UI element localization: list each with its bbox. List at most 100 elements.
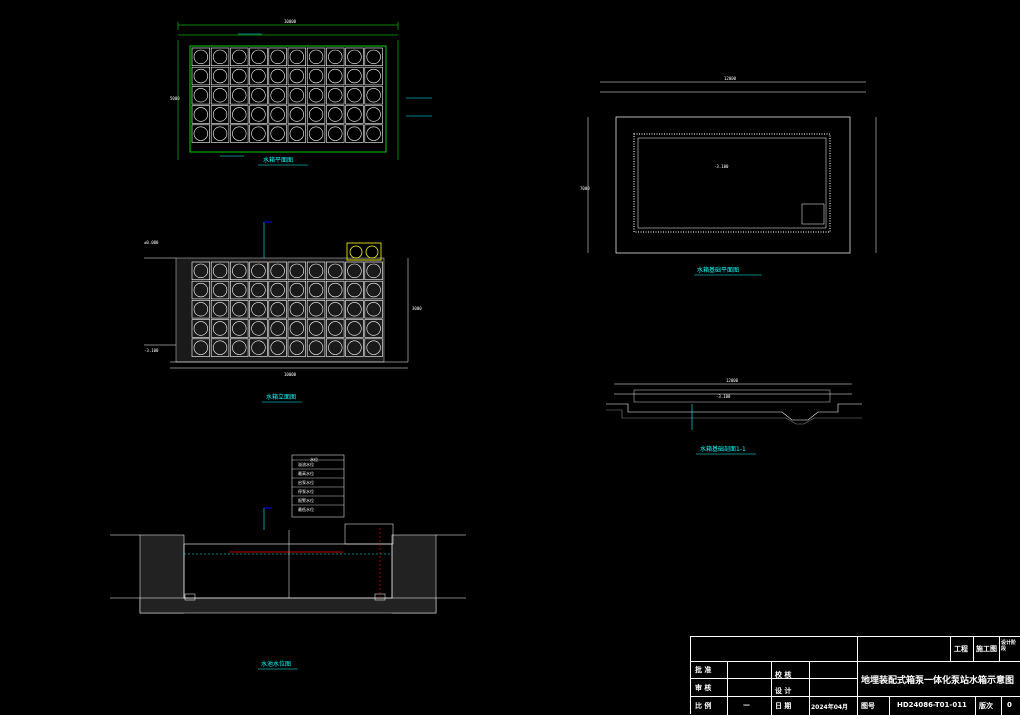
tank-panel [210, 86, 230, 105]
tank-panel [249, 319, 268, 338]
tank-panel [364, 261, 383, 281]
tank-panel-boss [232, 302, 247, 317]
tank-panel-boss [347, 126, 362, 141]
tank-panel-boss [328, 68, 343, 84]
title-block-drawing-no-label: 图号 [861, 702, 875, 710]
tank-panel-boss [270, 49, 285, 64]
tank-panel [306, 338, 326, 357]
tank-panel-boss [251, 263, 266, 278]
title-block-date-value: 2024年04月 [811, 704, 849, 711]
tank-panel [268, 124, 287, 143]
tank-panel [345, 319, 364, 338]
tank-plan-side-dimension: 5000 [170, 96, 180, 101]
tank-panel-boss [308, 68, 324, 84]
tank-panel-boss [251, 302, 266, 317]
tank-panel [191, 319, 211, 338]
tank-panel-boss [251, 340, 266, 355]
tank-panel-boss [347, 340, 362, 355]
tank-panel [268, 86, 287, 105]
tank-panel-boss [366, 107, 381, 122]
tank-panel [287, 319, 307, 338]
tank-panel [287, 124, 307, 143]
title-block-review-label: 审 核 [695, 684, 712, 692]
tank-panel-boss [232, 282, 247, 298]
tank-panel-boss [212, 282, 228, 298]
tank-panel [230, 124, 249, 143]
tank-panel [268, 338, 287, 357]
tank-panel-boss [328, 321, 343, 336]
tank-panel [364, 338, 383, 357]
pump-room-section-title: 水池水位图 [261, 660, 291, 668]
title-block-drawing-no-value: HD24086-T01-011 [897, 701, 967, 709]
level-table-header: 水位 [310, 456, 318, 462]
tank-panel-boss [270, 282, 285, 298]
tank-panel [306, 261, 326, 281]
tank-panel-boss [347, 282, 362, 298]
tank-panel-boss [193, 107, 208, 122]
tank-panel-boss [193, 302, 208, 317]
tank-panel [306, 105, 326, 124]
tank-panel [268, 66, 287, 86]
title-block-scale-value: — [743, 701, 750, 709]
tank-panel-boss [270, 107, 285, 122]
tank-plan-top-dimension: 10000 [284, 19, 297, 24]
tank-elevation-panel-grid [191, 261, 383, 357]
tank-panel [191, 338, 211, 357]
tank-elevation-height-dimension: 3000 [412, 306, 422, 311]
tank-panel [364, 319, 383, 338]
tank-panel-boss [212, 126, 228, 141]
tank-panel-boss [347, 302, 362, 317]
tank-panel-boss [289, 282, 304, 298]
tank-panel [210, 124, 230, 143]
tank-panel [345, 280, 364, 300]
tank-panel [191, 280, 211, 300]
tank-panel-boss [232, 321, 247, 336]
level-table-row: 启泵水位 [298, 479, 314, 485]
tank-plan-view: 10000 5000 水箱平面图 [170, 19, 432, 166]
tank-panel [210, 47, 230, 67]
tank-panel [191, 66, 211, 86]
tank-panel [191, 47, 211, 67]
tank-panel-boss [232, 263, 247, 278]
tank-panel [230, 280, 249, 300]
tank-panel [191, 261, 211, 281]
tank-panel-boss [308, 340, 324, 355]
tank-panel [210, 338, 230, 357]
tank-panel-boss [251, 282, 266, 298]
title-block: 工程 施工图 设计阶段 批 准 审 核 校 核 设 计 地埋装配式箱泵一体化泵站… [690, 636, 1020, 715]
tank-panel-boss [289, 263, 304, 278]
foundation-section-title: 水箱基础剖面1-1 [700, 445, 746, 453]
title-block-date-label: 日 期 [775, 702, 792, 710]
foundation-section-inner-level: -3.100 [716, 394, 731, 399]
tank-panel-boss [251, 321, 266, 336]
tank-panel [326, 124, 345, 143]
title-block-design-by-label: 设 计 [775, 687, 792, 695]
foundation-section-top-dimension: 12000 [726, 378, 739, 383]
tank-panel-boss [193, 340, 208, 355]
tank-panel-boss [366, 263, 381, 278]
tank-panel [287, 105, 307, 124]
tank-panel-boss [232, 68, 247, 84]
tank-panel [249, 261, 268, 281]
title-block-scale-label: 比 例 [695, 702, 712, 710]
tank-panel [364, 66, 383, 86]
tank-panel-boss [289, 107, 304, 122]
level-table-row: 停泵水位 [298, 488, 314, 494]
foundation-plan-inner-level: -3.100 [714, 164, 729, 169]
tank-panel-boss [193, 68, 208, 84]
tank-panel [249, 66, 268, 86]
tank-panel [230, 105, 249, 124]
title-block-design-stage-label: 设计阶段 [1001, 640, 1017, 652]
tank-panel [345, 124, 364, 143]
tank-plan-panel-grid [191, 47, 383, 143]
tank-panel-boss [308, 49, 324, 64]
tank-panel [345, 86, 364, 105]
tank-panel [230, 300, 249, 319]
level-table-row: 报警水位 [298, 497, 314, 503]
tank-panel-boss [212, 302, 228, 317]
tank-panel-boss [193, 126, 208, 141]
tank-panel-boss [328, 340, 343, 355]
